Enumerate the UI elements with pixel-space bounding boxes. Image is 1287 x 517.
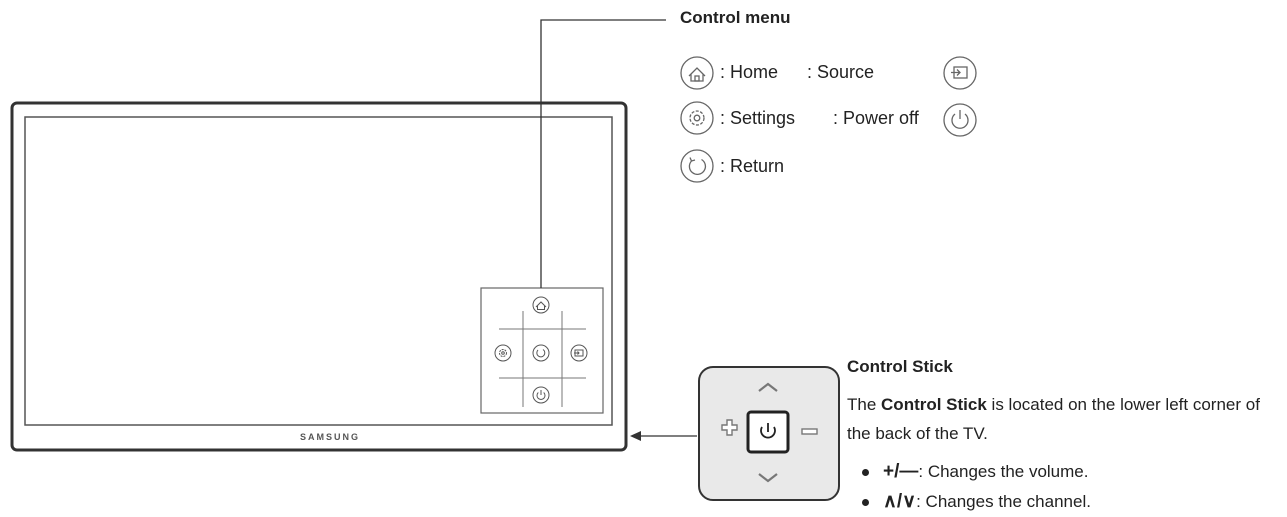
legend-power-off-label: : Power off [833,108,919,128]
tv-brand-logo: SAMSUNG [300,432,361,442]
bullet-volume: +/—: Changes the volume. [862,461,1088,483]
control-stick-description: The Control Stick is located on the lowe… [847,390,1287,448]
legend-source-icon [943,56,977,90]
control-menu-title: Control menu [680,8,791,27]
legend-settings-icon [680,101,714,135]
bullet-dot [862,469,869,477]
legend-return-label: : Return [720,156,785,176]
bullet-dot [862,499,869,507]
panel-power-icon [532,386,550,404]
panel-return-icon [532,344,550,362]
legend-return-icon [680,149,714,183]
control-stick-desc-bold: Control Stick [881,395,987,414]
legend-settings-label: : Settings [720,108,796,128]
bullet-channel-symbol: ∧/∨ [883,491,917,512]
bullet-volume-text: : Changes the volume. [918,462,1089,481]
bullet-volume-symbol: +/— [883,461,919,482]
panel-source-icon [570,344,588,362]
control-stick-desc-prefix: The [847,395,882,414]
bullet-channel-text: : Changes the channel. [916,492,1091,511]
legend-home-label: : Home [720,62,779,82]
panel-settings-icon [494,344,512,362]
control-stick-arrow [630,431,697,441]
control-panel-grid [499,311,586,407]
control-menu-leader-line [540,19,666,288]
bullet-channel: ∧/∨: Changes the channel. [862,490,1091,513]
control-stick-desc-suffix: is located on the lower left corner of t… [847,395,1260,443]
legend-power-icon [943,103,977,137]
legend-home-icon [680,56,714,90]
control-stick-title: Control Stick [847,357,953,376]
legend-source-label: : Source [807,62,875,82]
panel-home-icon [532,296,550,314]
control-stick-illustration [698,366,840,501]
